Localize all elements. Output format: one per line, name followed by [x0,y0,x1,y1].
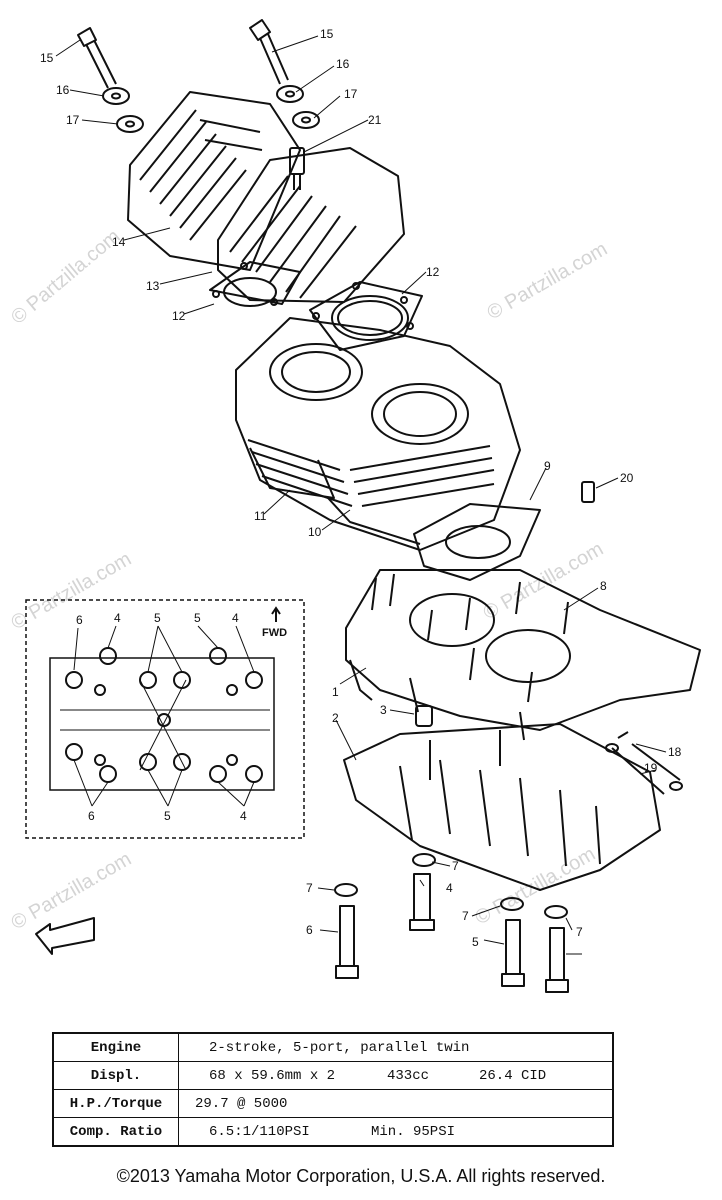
head-bolt-left [77,27,144,133]
head-gasket [209,261,301,307]
callout-5: 5 [472,935,479,949]
inset-callout-6: 6 [88,809,95,823]
callout-15: 15 [320,27,334,41]
spec-label: H.P./Torque [52,1089,179,1118]
bolt-sequence-inset [25,599,305,839]
spec-value: 6.5:1/110PSI Min. 95PSI [178,1117,614,1147]
cylinder-head-right [217,147,405,303]
inset-callout-5: 5 [164,809,171,823]
callout-4: 4 [446,881,453,895]
callout-12: 12 [172,309,186,323]
spec-value-text: 6.5:1/110PSI [209,1124,310,1140]
inset-callout-5: 5 [154,611,161,625]
callout-3: 3 [380,703,387,717]
callout-1: 1 [332,685,339,699]
spec-value-text: 2-stroke, 5-port, parallel twin [209,1040,470,1056]
inset-callout-6: 6 [76,613,83,627]
lower-crankcase [343,723,661,891]
cylinder-head-left [127,91,301,271]
spec-label: Engine [52,1032,179,1062]
spec-row-engine: Engine 2-stroke, 5-port, parallel twin [52,1032,614,1062]
spec-label: Comp. Ratio [52,1117,179,1147]
callout-13: 13 [146,279,160,293]
callout-17: 17 [66,113,80,127]
inset-callout-4: 4 [232,611,239,625]
callout-7: 7 [576,925,583,939]
callout-17: 17 [344,87,358,101]
watermark-6: © Partzilla.com [472,843,600,929]
callout-20: 20 [620,471,634,485]
spec-value-text: 29.7 @ 5000 [195,1096,288,1112]
spec-row-compression: Comp. Ratio 6.5:1/110PSI Min. 95PSI [52,1117,614,1147]
callout-2: 2 [332,711,339,725]
inset-fwd-label: FWD [262,627,287,639]
callout-18: 18 [668,745,682,759]
spec-value-text: 68 x 59.6mm x 2 [209,1068,336,1084]
callout-6: 6 [306,923,313,937]
inset-callout-5: 5 [194,611,201,625]
callout-7: 7 [462,909,469,923]
drain-plug [581,481,595,503]
copyright-notice: ©2013 Yamaha Motor Corporation, U.S.A. A… [116,1166,606,1186]
callout-7: 7 [452,859,459,873]
spec-value: 2-stroke, 5-port, parallel twin [178,1032,614,1062]
engine-spec-table: Engine 2-stroke, 5-port, parallel twin D… [52,1032,614,1147]
base-gasket [413,503,541,581]
watermark-1: © Partzilla.com [7,225,124,328]
exploded-engine-diagram: © Partzilla.com © Partzilla.com © Partzi… [7,19,701,993]
spec-label: Displ. [52,1061,179,1090]
lower-bolts [334,853,569,993]
inset-callout-4: 4 [240,809,247,823]
inset-callout-4: 4 [114,611,121,625]
callout-10: 10 [308,525,322,539]
callout-11: 11 [254,509,267,523]
cylinder-block [235,317,521,551]
callout-12: 12 [426,265,440,279]
watermarks: © Partzilla.com © Partzilla.com © Partzi… [7,225,611,934]
head-bolt-right [249,19,320,129]
dowel-3 [415,705,433,727]
callout-16: 16 [336,57,350,71]
callout-15: 15 [40,51,54,65]
callout-9: 9 [544,459,551,473]
spec-value: 68 x 59.6mm x 2 433cc 26.4 CID [178,1061,614,1090]
callout-14: 14 [112,235,126,249]
spec-value-text: 26.4 CID [479,1068,547,1084]
callout-8: 8 [600,579,607,593]
watermark-2: © Partzilla.com [484,238,612,324]
callout-leaders [55,35,667,955]
spec-row-displacement: Displ. 68 x 59.6mm x 2 433cc 26.4 CID [52,1061,614,1090]
callout-19: 19 [644,761,658,775]
spec-value-text: Min. 95PSI [371,1124,456,1140]
callout-7: 7 [306,881,313,895]
bolts-18-19 [605,731,683,795]
o-ring-gasket [309,281,423,351]
spec-row-hp-torque: H.P./Torque 29.7 @ 5000 [52,1089,614,1118]
spec-value: 29.7 @ 5000 [178,1089,614,1118]
fwd-arrow-icon [35,917,95,955]
upper-crankcase [345,569,701,741]
callout-labels: 15 16 17 15 16 17 21 14 13 12 12 11 10 9… [40,27,682,949]
spec-value-text: 433cc [387,1068,430,1084]
callout-16: 16 [56,83,70,97]
watermark-5: © Partzilla.com [8,848,136,934]
callout-21: 21 [368,113,382,127]
